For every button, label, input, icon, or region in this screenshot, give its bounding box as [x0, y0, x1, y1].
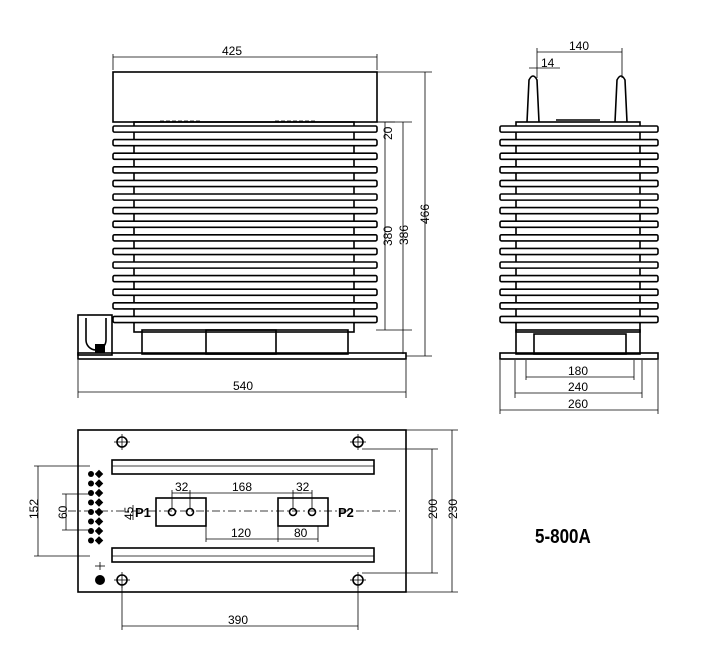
cooling-fin [112, 274, 378, 283]
cooling-fin [499, 152, 659, 161]
dim-14: 14 [541, 56, 555, 70]
secondary-terminal-marker [94, 498, 104, 507]
dim-32-right: 32 [296, 480, 310, 494]
dim-425: 425 [222, 44, 242, 58]
p2-label: P2 [338, 505, 354, 520]
side-base [499, 352, 659, 360]
secondary-terminal-marker [94, 488, 104, 498]
cooling-fin [112, 288, 378, 297]
cooling-fin [499, 274, 659, 283]
secondary-terminal [88, 480, 94, 487]
dim-200: 200 [426, 499, 440, 519]
dim-466: 466 [418, 204, 432, 224]
secondary-terminal-marker [94, 469, 104, 479]
cooling-fin [499, 220, 659, 229]
dim-80: 80 [294, 526, 308, 540]
dim-180: 180 [568, 364, 588, 378]
secondary-terminal [88, 471, 94, 477]
cooling-fin [112, 152, 378, 161]
terminal-p2 [277, 497, 329, 527]
secondary-terminal-marker [94, 536, 104, 545]
cooling-fin [499, 315, 659, 324]
right-terminal [614, 75, 628, 123]
cooling-fin [499, 234, 659, 242]
secondary-terminal [88, 518, 94, 525]
cooling-fin [112, 166, 378, 174]
secondary-terminal-marker [94, 479, 104, 488]
secondary-terminal [88, 490, 94, 496]
left-terminal [526, 75, 540, 123]
dim-120: 120 [231, 526, 251, 540]
dim-20: 20 [381, 126, 395, 140]
side-view: 140 14 180 240 260 [499, 39, 659, 414]
terminal-box [77, 314, 113, 356]
cooling-fin [499, 193, 659, 201]
dim-260: 260 [568, 397, 588, 411]
cooling-fin [499, 301, 659, 310]
cooling-fin [112, 125, 378, 133]
ground-icon [95, 562, 105, 585]
terminal-p1 [155, 497, 207, 527]
plan-view: P1 P2 32 32 168 45 120 8 [27, 429, 460, 630]
dim-390: 390 [228, 613, 248, 627]
cooling-fin [499, 166, 659, 174]
cooling-fin [499, 125, 659, 133]
secondary-terminal-marker [94, 526, 104, 536]
cooling-fin [499, 261, 659, 269]
mount-hole [114, 572, 130, 588]
cooling-fin [499, 206, 659, 215]
mount-hole [350, 434, 366, 450]
dim-386: 386 [397, 225, 411, 245]
cooling-fin [499, 247, 659, 256]
dim-380: 380 [381, 226, 395, 246]
dim-540: 540 [233, 379, 253, 393]
dim-152: 152 [27, 499, 41, 519]
secondary-terminals [88, 469, 104, 545]
mount-hole [114, 434, 130, 450]
top-cap [112, 71, 378, 123]
dim-32-left: 32 [175, 480, 189, 494]
secondary-terminal-marker [94, 507, 104, 517]
cooling-fin [112, 261, 378, 269]
dim-168: 168 [232, 480, 252, 494]
secondary-terminal [88, 509, 94, 515]
dim-60: 60 [56, 505, 70, 519]
dim-140: 140 [569, 39, 589, 53]
cooling-fin [499, 288, 659, 297]
side-fins [499, 125, 659, 324]
cooling-fin [112, 138, 378, 147]
dim-240: 240 [568, 380, 588, 394]
cooling-fin [112, 247, 378, 256]
cooling-fin [499, 179, 659, 188]
cooling-fin [499, 138, 659, 147]
model-label: 5-800A [535, 526, 591, 548]
cooling-fin [112, 234, 378, 242]
cooling-fin [112, 179, 378, 188]
mount-hole [350, 572, 366, 588]
front-view: 425 20 380 386 466 540 [77, 44, 432, 398]
cooling-fin [112, 220, 378, 229]
secondary-terminal [88, 537, 94, 544]
cooling-fin [112, 301, 378, 310]
p1-label: P1 [135, 505, 151, 520]
cooling-fin [112, 315, 378, 324]
cooling-fin [112, 206, 378, 215]
dim-45: 45 [122, 506, 136, 520]
dim-230: 230 [446, 499, 460, 519]
secondary-terminal-marker [94, 517, 104, 526]
cooling-fin [112, 193, 378, 201]
secondary-terminal [88, 528, 94, 534]
front-fins [112, 125, 378, 324]
secondary-terminal [88, 499, 94, 506]
plan-base [77, 429, 407, 593]
